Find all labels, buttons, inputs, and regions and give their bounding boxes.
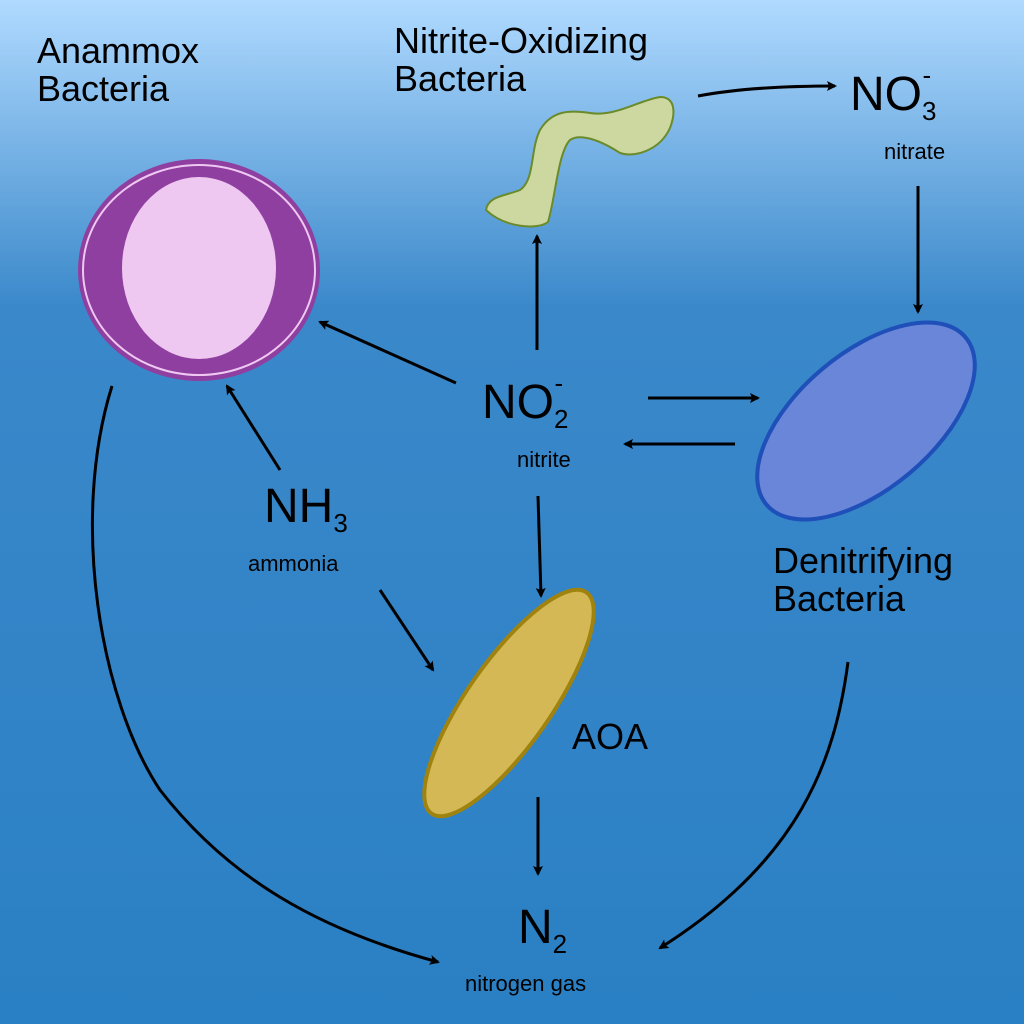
nob-label: Nitrite-Oxidizing Bacteria — [394, 22, 648, 98]
nitrate-formula-subscript: 3 — [922, 96, 937, 126]
anammox-cell — [78, 159, 320, 381]
nob-label-line2: Bacteria — [394, 57, 527, 99]
aoa-label: AOA — [572, 716, 649, 757]
nob-label-line1: Nitrite-Oxidizing — [394, 20, 649, 61]
nitrogen-formula-base: N — [518, 901, 553, 954]
nitrate-formula: NO3 - — [850, 60, 936, 125]
nitrate-name: nitrate — [884, 139, 946, 164]
nitrite-formula-subscript: 2 — [554, 404, 569, 434]
nitrite-formula-charge: - — [554, 368, 564, 398]
arrow-anammox-to-nitrogen — [90, 385, 440, 965]
anammox-label-line2: Bacteria — [37, 67, 170, 109]
nitrate-formula-charge: - — [922, 60, 932, 90]
nitrite-formula: NO2 - — [482, 368, 568, 433]
nitrogen-formula: N2 — [518, 901, 568, 959]
nitrite-name: nitrite — [517, 447, 571, 472]
arrow-nob-to-nitrate — [697, 81, 837, 98]
ammonia-formula-base: NH — [264, 480, 334, 533]
denitrifying-cell — [755, 320, 977, 522]
denitrifying-label-line1: Denitrifying — [773, 540, 954, 581]
ammonia-name: ammonia — [248, 551, 339, 576]
anammox-label-line1: Anammox — [37, 30, 200, 71]
nitrite-oxidizing-cell — [484, 95, 675, 228]
nitrogen-formula-subscript: 2 — [552, 929, 568, 959]
anammox-label: Anammox Bacteria — [37, 32, 199, 108]
nitrogen-name: nitrogen gas — [465, 971, 587, 996]
ammonia-formula-subscript: 3 — [333, 508, 348, 538]
arrow-ammonia-to-anammox — [225, 384, 282, 471]
arrow-denitrifying-to-nitrogen — [658, 661, 850, 950]
denitrifying-label: Denitrifying Bacteria — [773, 542, 953, 618]
nitrite-formula-base: NO — [482, 376, 554, 429]
nitrate-formula-base: NO — [850, 68, 922, 121]
denitrifying-label-line2: Bacteria — [773, 577, 906, 619]
arrow-nitrite-to-anammox — [318, 320, 457, 385]
arrow-ammonia-to-aoa — [378, 589, 435, 672]
arrow-nitrite-to-aoa — [535, 495, 546, 598]
aoa-cell — [422, 587, 596, 819]
ammonia-formula: NH3 — [264, 480, 348, 538]
